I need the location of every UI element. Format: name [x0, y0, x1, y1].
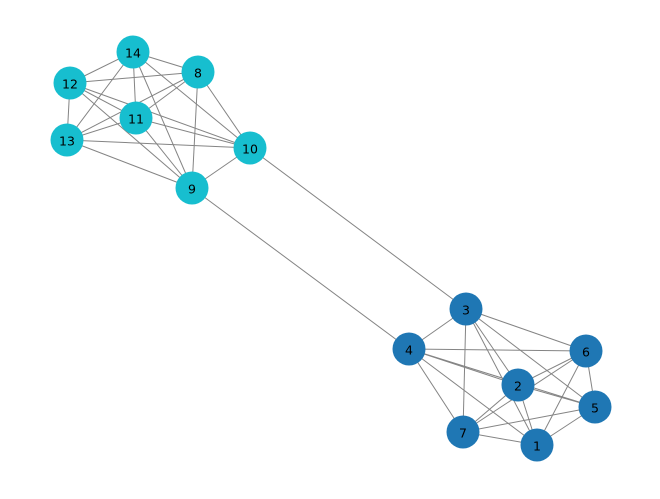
- graph-node-11: [119, 101, 153, 135]
- graph-node-label-12: 12: [62, 77, 78, 92]
- graph-edge-10-13: [66, 139, 251, 149]
- graph-node-label-1: 1: [533, 439, 541, 454]
- graph-edge-3-6: [465, 308, 587, 352]
- graph-edge-3-7: [462, 308, 467, 433]
- graph-node-7: [446, 415, 480, 449]
- graph-edge-5-7: [462, 406, 596, 433]
- graph-edge-9-12: [69, 82, 193, 189]
- graph-node-13: [50, 123, 84, 157]
- graph-edge-10-14: [132, 51, 251, 149]
- graph-node-label-7: 7: [459, 426, 467, 441]
- graph-node-label-5: 5: [591, 401, 599, 416]
- graph-edge-4-5: [408, 348, 596, 408]
- graph-labels-layer: 14 8 12 11 13 10 9 3 4 6 2 5 7 1: [59, 46, 599, 454]
- graph-node-12: [53, 66, 87, 100]
- graph-node-3: [449, 292, 483, 326]
- graph-node-6: [569, 334, 603, 368]
- graph-node-label-2: 2: [514, 379, 522, 394]
- graph-edge-9-4: [191, 187, 410, 350]
- graph-node-14: [116, 35, 150, 69]
- graph-node-label-3: 3: [462, 303, 470, 318]
- graph-edge-4-6: [408, 348, 587, 352]
- graph-node-label-13: 13: [59, 134, 75, 149]
- graph-node-label-8: 8: [194, 66, 202, 81]
- graph-node-8: [181, 55, 215, 89]
- graph-edge-9-13: [66, 139, 193, 189]
- graph-node-2: [501, 368, 535, 402]
- graph-node-label-14: 14: [125, 46, 141, 61]
- graph-node-label-6: 6: [582, 345, 590, 360]
- graph-node-1: [520, 428, 554, 462]
- graph-edge-4-7: [408, 348, 464, 433]
- graph-node-9: [175, 171, 209, 205]
- graph-node-10: [233, 131, 267, 165]
- graph-node-5: [578, 390, 612, 424]
- graph-edge-1-4: [408, 348, 538, 446]
- graph-edge-10-12: [69, 82, 251, 149]
- graph-nodes-layer: [50, 35, 612, 462]
- graph-node-label-9: 9: [188, 182, 196, 197]
- graph-edge-8-9: [191, 71, 199, 189]
- graph-node-label-10: 10: [242, 142, 258, 157]
- graph-node-4: [392, 332, 426, 366]
- graph-edge-1-3: [465, 308, 538, 446]
- graph-edge-10-3: [249, 147, 467, 310]
- graph-edge-9-14: [132, 51, 193, 189]
- graph-node-label-4: 4: [405, 343, 413, 358]
- graph-edge-1-6: [536, 350, 587, 446]
- graph-edge-10-11: [135, 117, 251, 149]
- graph-edge-13-14: [66, 51, 134, 141]
- graph-edge-3-5: [465, 308, 596, 408]
- graph-node-label-11: 11: [128, 112, 144, 127]
